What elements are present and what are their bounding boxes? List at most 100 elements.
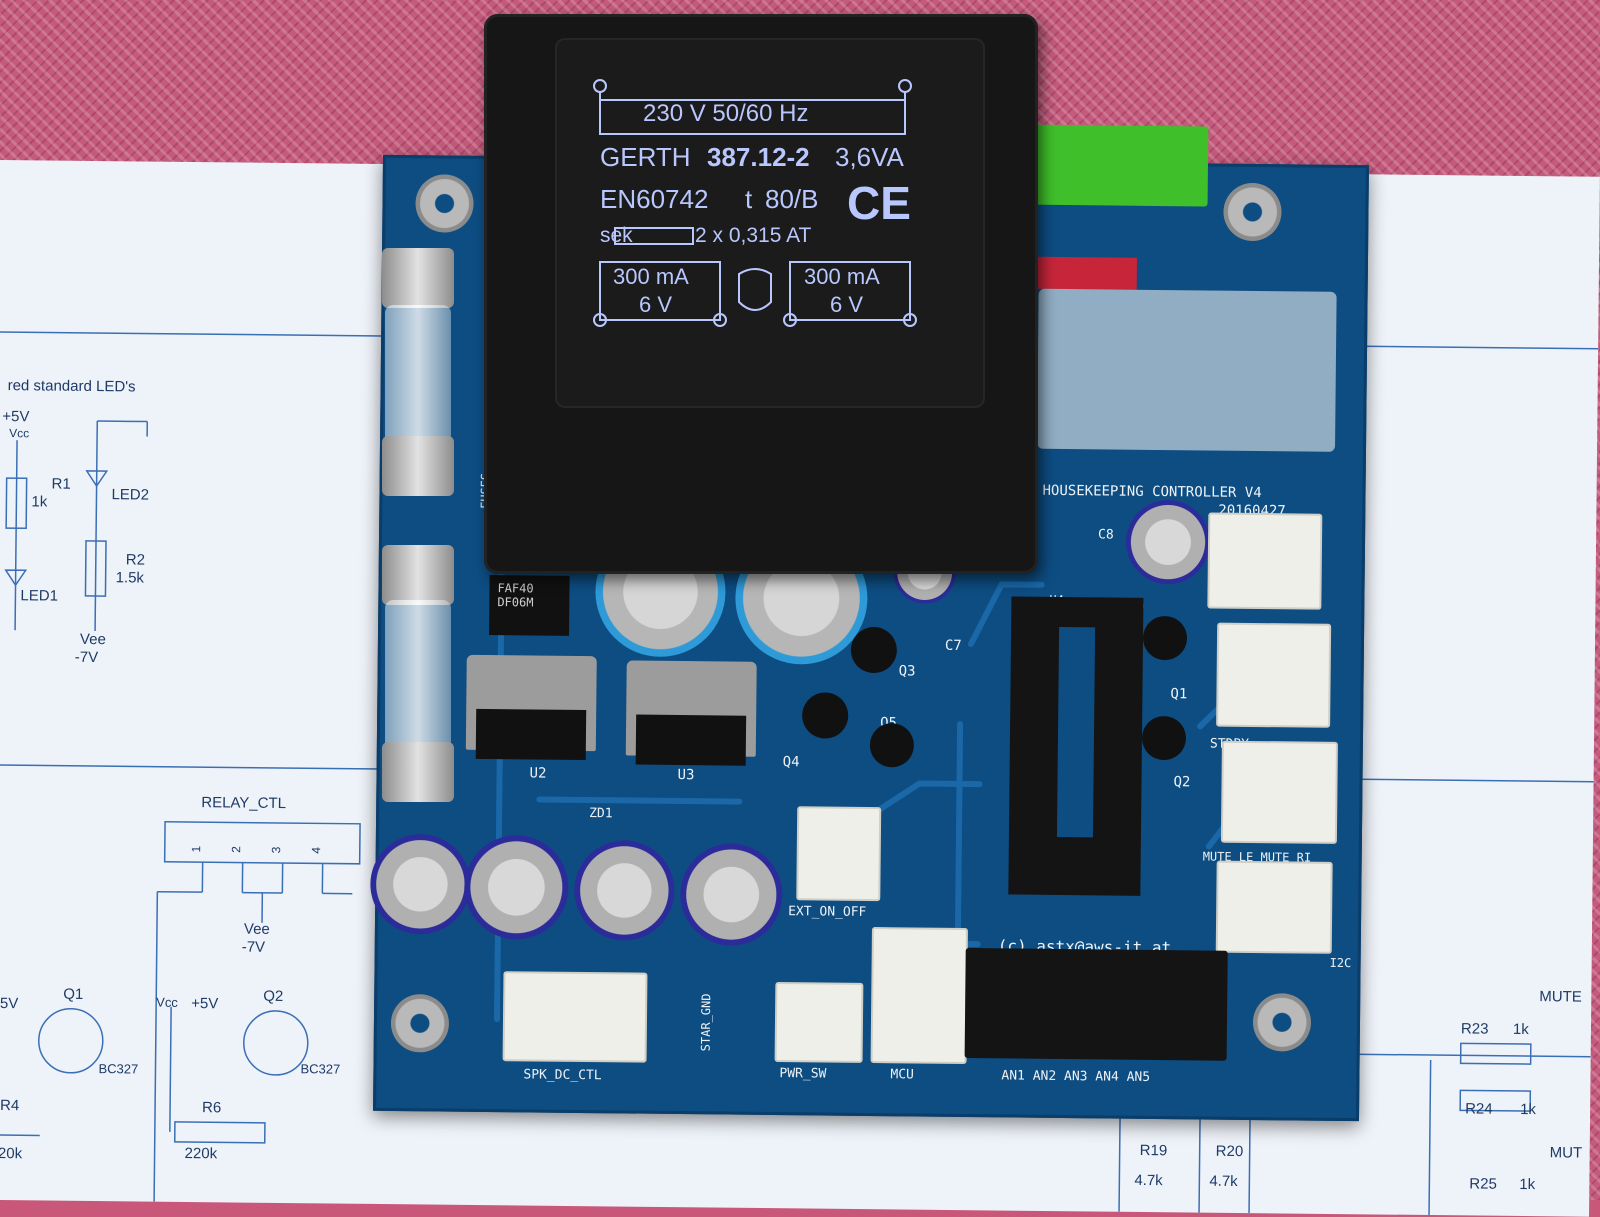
schematic-r4-val: 220k (0, 1145, 22, 1162)
xf-line1: 230 V 50/60 Hz (643, 100, 808, 128)
label-c7: C7 (945, 638, 962, 654)
terminal-block (1030, 125, 1209, 207)
label-mcu: MCU (890, 1067, 914, 1082)
label-i2c: I2C (1330, 956, 1352, 970)
schematic-r23: R23 (1461, 1020, 1489, 1037)
capacitor-bottom-3 (574, 840, 675, 941)
mounting-hole-br (1253, 993, 1312, 1052)
header-mute[interactable] (1221, 741, 1338, 844)
header-stdby[interactable] (1216, 623, 1331, 728)
schematic-r24: R24 (1465, 1100, 1493, 1117)
xf-secondary: sek (600, 224, 633, 248)
schematic-r4: R4 (0, 1097, 19, 1114)
schematic-led1: LED1 (20, 587, 58, 604)
capacitor-bottom-4 (680, 843, 783, 946)
transistor-q4 (802, 692, 848, 738)
xf-power: 3,6VA (835, 142, 904, 173)
label-pwr-sw: PWR_SW (779, 1066, 826, 1081)
xf-temp-prefix: t (745, 184, 752, 215)
regulator-u3-body (636, 715, 747, 766)
header-ext-on-off[interactable] (796, 806, 881, 901)
schematic-r20: R20 (1216, 1143, 1244, 1160)
label-q2: Q2 (1173, 774, 1190, 790)
schematic-r23-val: 1k (1513, 1021, 1529, 1038)
label-q3: Q3 (899, 663, 916, 679)
header-top-right[interactable] (1207, 513, 1322, 610)
fuse-holder-cover (1037, 289, 1337, 452)
schematic-q1-type: BC327 (98, 1061, 138, 1076)
fuse-2-cap-top (382, 545, 454, 605)
label-u2: U2 (529, 765, 546, 781)
label-u3: U3 (677, 767, 694, 783)
mounting-hole-bl (391, 994, 450, 1053)
label-q1: Q1 (1170, 686, 1187, 702)
bridge-marking: FAF40 DF06M (489, 575, 569, 616)
transformer-label-lines (555, 38, 985, 408)
xf-standard: EN60742 (600, 184, 708, 215)
xf-left-current: 300 mA (613, 264, 689, 290)
label-star-gnd: STAR_GND (699, 993, 714, 1051)
fuse-1-cap-bottom (382, 436, 454, 496)
schematic-mute1: MUTE (1539, 988, 1582, 1005)
relay-pin-2: 2 (229, 846, 243, 853)
schematic-r2-val: 1.5k (116, 569, 145, 586)
xf-fuse-rating: 2 x 0,315 AT (695, 224, 811, 248)
xf-brand: GERTH (600, 142, 691, 173)
header-mcu[interactable] (871, 927, 968, 1064)
fuse-2-cap-bottom (382, 742, 454, 802)
schematic-vcc-label: Vcc (9, 426, 29, 440)
transistor-q3 (851, 627, 897, 673)
schematic-plus5-b: +5V (191, 995, 218, 1012)
transistor-q2 (1142, 716, 1186, 760)
mounting-hole-tl (415, 174, 474, 233)
schematic-led2: LED2 (111, 486, 149, 503)
fuse-2-glass (385, 600, 451, 765)
regulator-u2-body (476, 709, 587, 760)
label-c8: C8 (1098, 527, 1114, 542)
relay-pin-1: 1 (189, 846, 203, 853)
schematic-r1: R1 (52, 476, 71, 493)
schematic-vee-val: -7V (75, 649, 99, 666)
label-zd1: ZD1 (589, 806, 613, 821)
schematic-r20-val: 4.7k (1209, 1173, 1238, 1190)
schematic-vee2: Vee (244, 921, 270, 938)
xf-right-voltage: 6 V (830, 292, 863, 318)
bridge-rectifier: FAF40 DF06M (489, 575, 570, 636)
header-pwr-sw[interactable] (775, 982, 864, 1063)
schematic-note: red standard LED's (8, 377, 136, 395)
schematic-r25: R25 (1469, 1175, 1497, 1192)
schematic-q1: Q1 (63, 986, 83, 1003)
transistor-q5 (870, 723, 914, 767)
label-an: AN1 AN2 AN3 AN4 AN5 (1001, 1068, 1150, 1085)
xf-left-voltage: 6 V (639, 292, 672, 318)
transistor-q1 (1143, 616, 1187, 660)
header-an-connector[interactable] (965, 948, 1228, 1061)
schematic-r25-val: 1k (1519, 1176, 1535, 1193)
fuse-1-cap-top (382, 248, 454, 308)
relay-pin-3: 3 (269, 847, 283, 854)
schematic-vcc: +5V (2, 408, 29, 425)
schematic-vee2-val: -7V (242, 939, 266, 956)
ic-socket-window (1057, 627, 1095, 837)
capacitor-bottom-1 (370, 834, 471, 935)
ic-socket-u4 (1008, 596, 1143, 895)
schematic-r1-val: 1k (31, 493, 47, 510)
schematic-r2: R2 (126, 551, 145, 568)
schematic-vcc2: Vcc (156, 995, 178, 1010)
capacitor-c8 (1126, 500, 1211, 585)
xf-model: 387.12-2 (707, 142, 810, 173)
xf-temp: 80/B (765, 184, 819, 215)
schematic-mute2: MUT (1550, 1144, 1583, 1161)
schematic-q2-type: BC327 (300, 1061, 340, 1076)
mounting-hole-tr (1223, 183, 1282, 242)
transformer-label-plate: 230 V 50/60 Hz GERTH 387.12-2 3,6VA EN60… (555, 38, 985, 408)
header-i2c[interactable] (1216, 861, 1333, 954)
schematic-relay: RELAY_CTL (201, 794, 286, 812)
schematic-q2: Q2 (263, 988, 283, 1005)
label-q4: Q4 (783, 754, 800, 770)
schematic-r19-val: 4.7k (1134, 1172, 1163, 1189)
capacitor-bottom-2 (464, 835, 569, 940)
schematic-r6: R6 (202, 1099, 221, 1116)
header-spk-dc-ctl[interactable] (503, 971, 648, 1063)
label-spk-dc-ctl: SPK_DC_CTL (523, 1067, 601, 1083)
